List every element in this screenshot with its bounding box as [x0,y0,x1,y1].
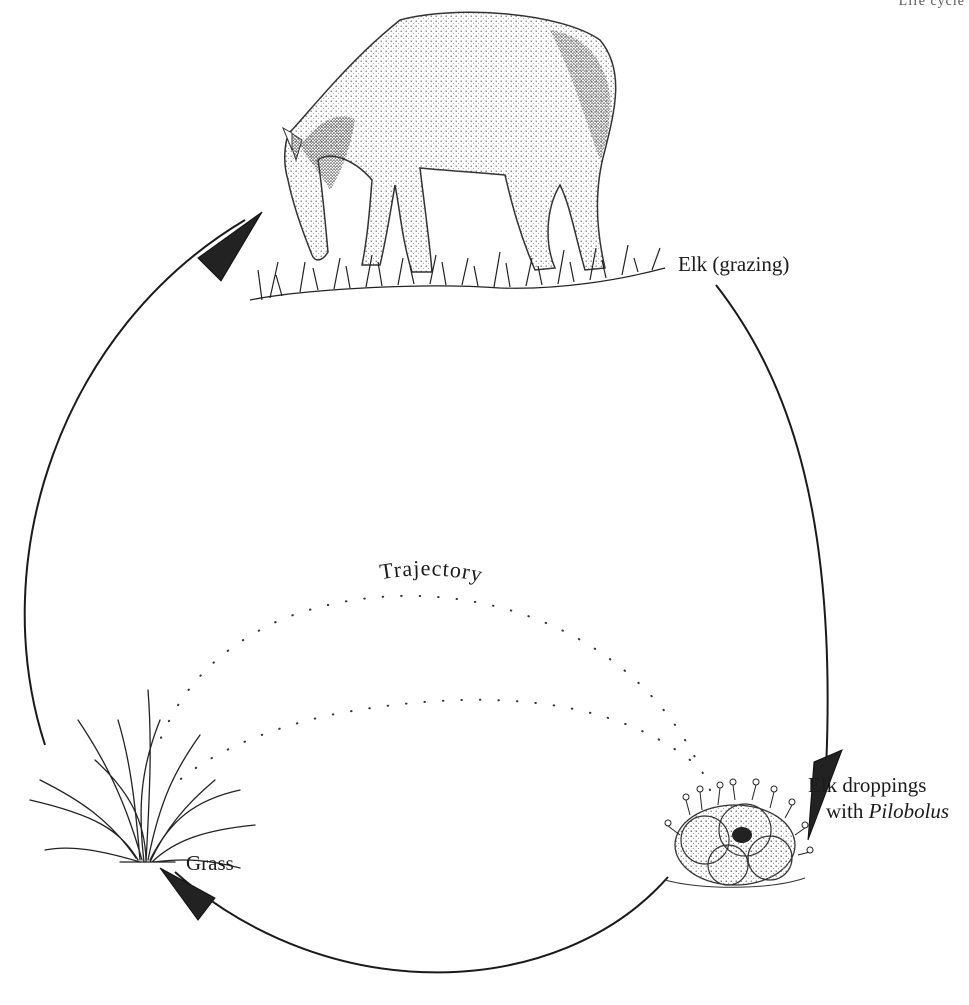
droppings-label-line1: Elk droppings [808,773,926,798]
grazing-elk-illustration [250,12,665,300]
trajectory-arc-lower [168,700,690,790]
droppings-label-line2: with Pilobolus [826,799,949,824]
elk-droppings-with-fungus-illustration [665,779,813,887]
droppings-with: with [826,799,869,823]
arrow-grass-to-elk [25,220,245,745]
grass-label: Grass [186,851,234,876]
trajectory-arcs [158,596,710,790]
trajectory-label: Trajectory [298,555,560,620]
arrowhead-top-left [198,212,262,281]
pilobolus-label: Pilobolus [869,799,950,823]
trajectory-text: Trajectory [378,555,485,587]
trajectory-arc-upper [158,596,710,790]
grass-tuft-illustration [30,690,255,868]
arrow-droppings-to-grass [175,872,668,972]
arrow-elk-to-droppings [716,285,828,790]
elk-label: Elk (grazing) [678,252,789,277]
